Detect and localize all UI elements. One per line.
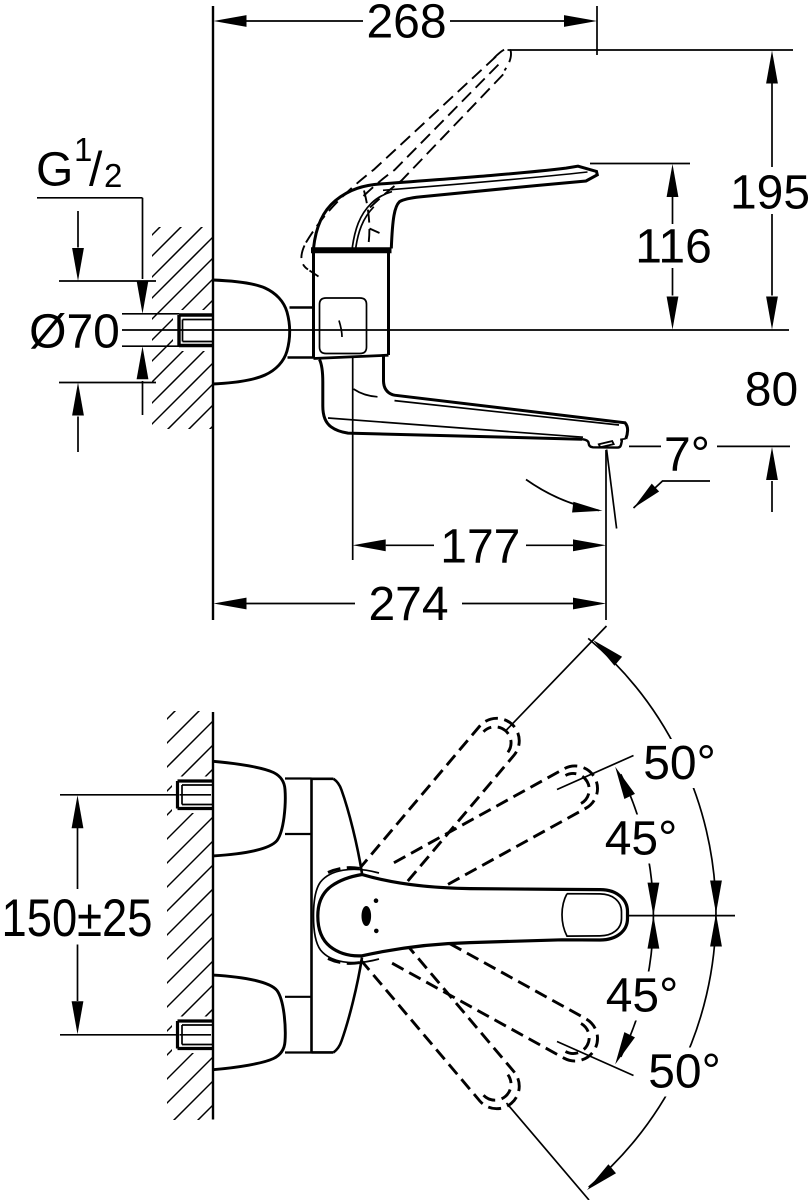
svg-text:150±25: 150±25: [2, 889, 153, 948]
svg-text:195: 195: [730, 167, 810, 220]
svg-text:45°: 45°: [606, 970, 679, 1023]
svg-text:Ø70: Ø70: [29, 306, 120, 359]
svg-text:G: G: [36, 144, 73, 197]
svg-text:7°: 7°: [664, 429, 710, 482]
svg-text:177: 177: [440, 521, 520, 574]
svg-text:268: 268: [366, 0, 446, 49]
svg-text:1: 1: [74, 131, 92, 168]
svg-text:50°: 50°: [643, 737, 716, 790]
svg-text:45°: 45°: [605, 813, 678, 866]
svg-text:/: /: [89, 144, 103, 197]
svg-text:50°: 50°: [648, 1046, 721, 1099]
svg-text:274: 274: [368, 578, 448, 631]
svg-text:80: 80: [745, 364, 798, 417]
svg-text:116: 116: [635, 221, 712, 274]
svg-text:2: 2: [104, 157, 122, 194]
